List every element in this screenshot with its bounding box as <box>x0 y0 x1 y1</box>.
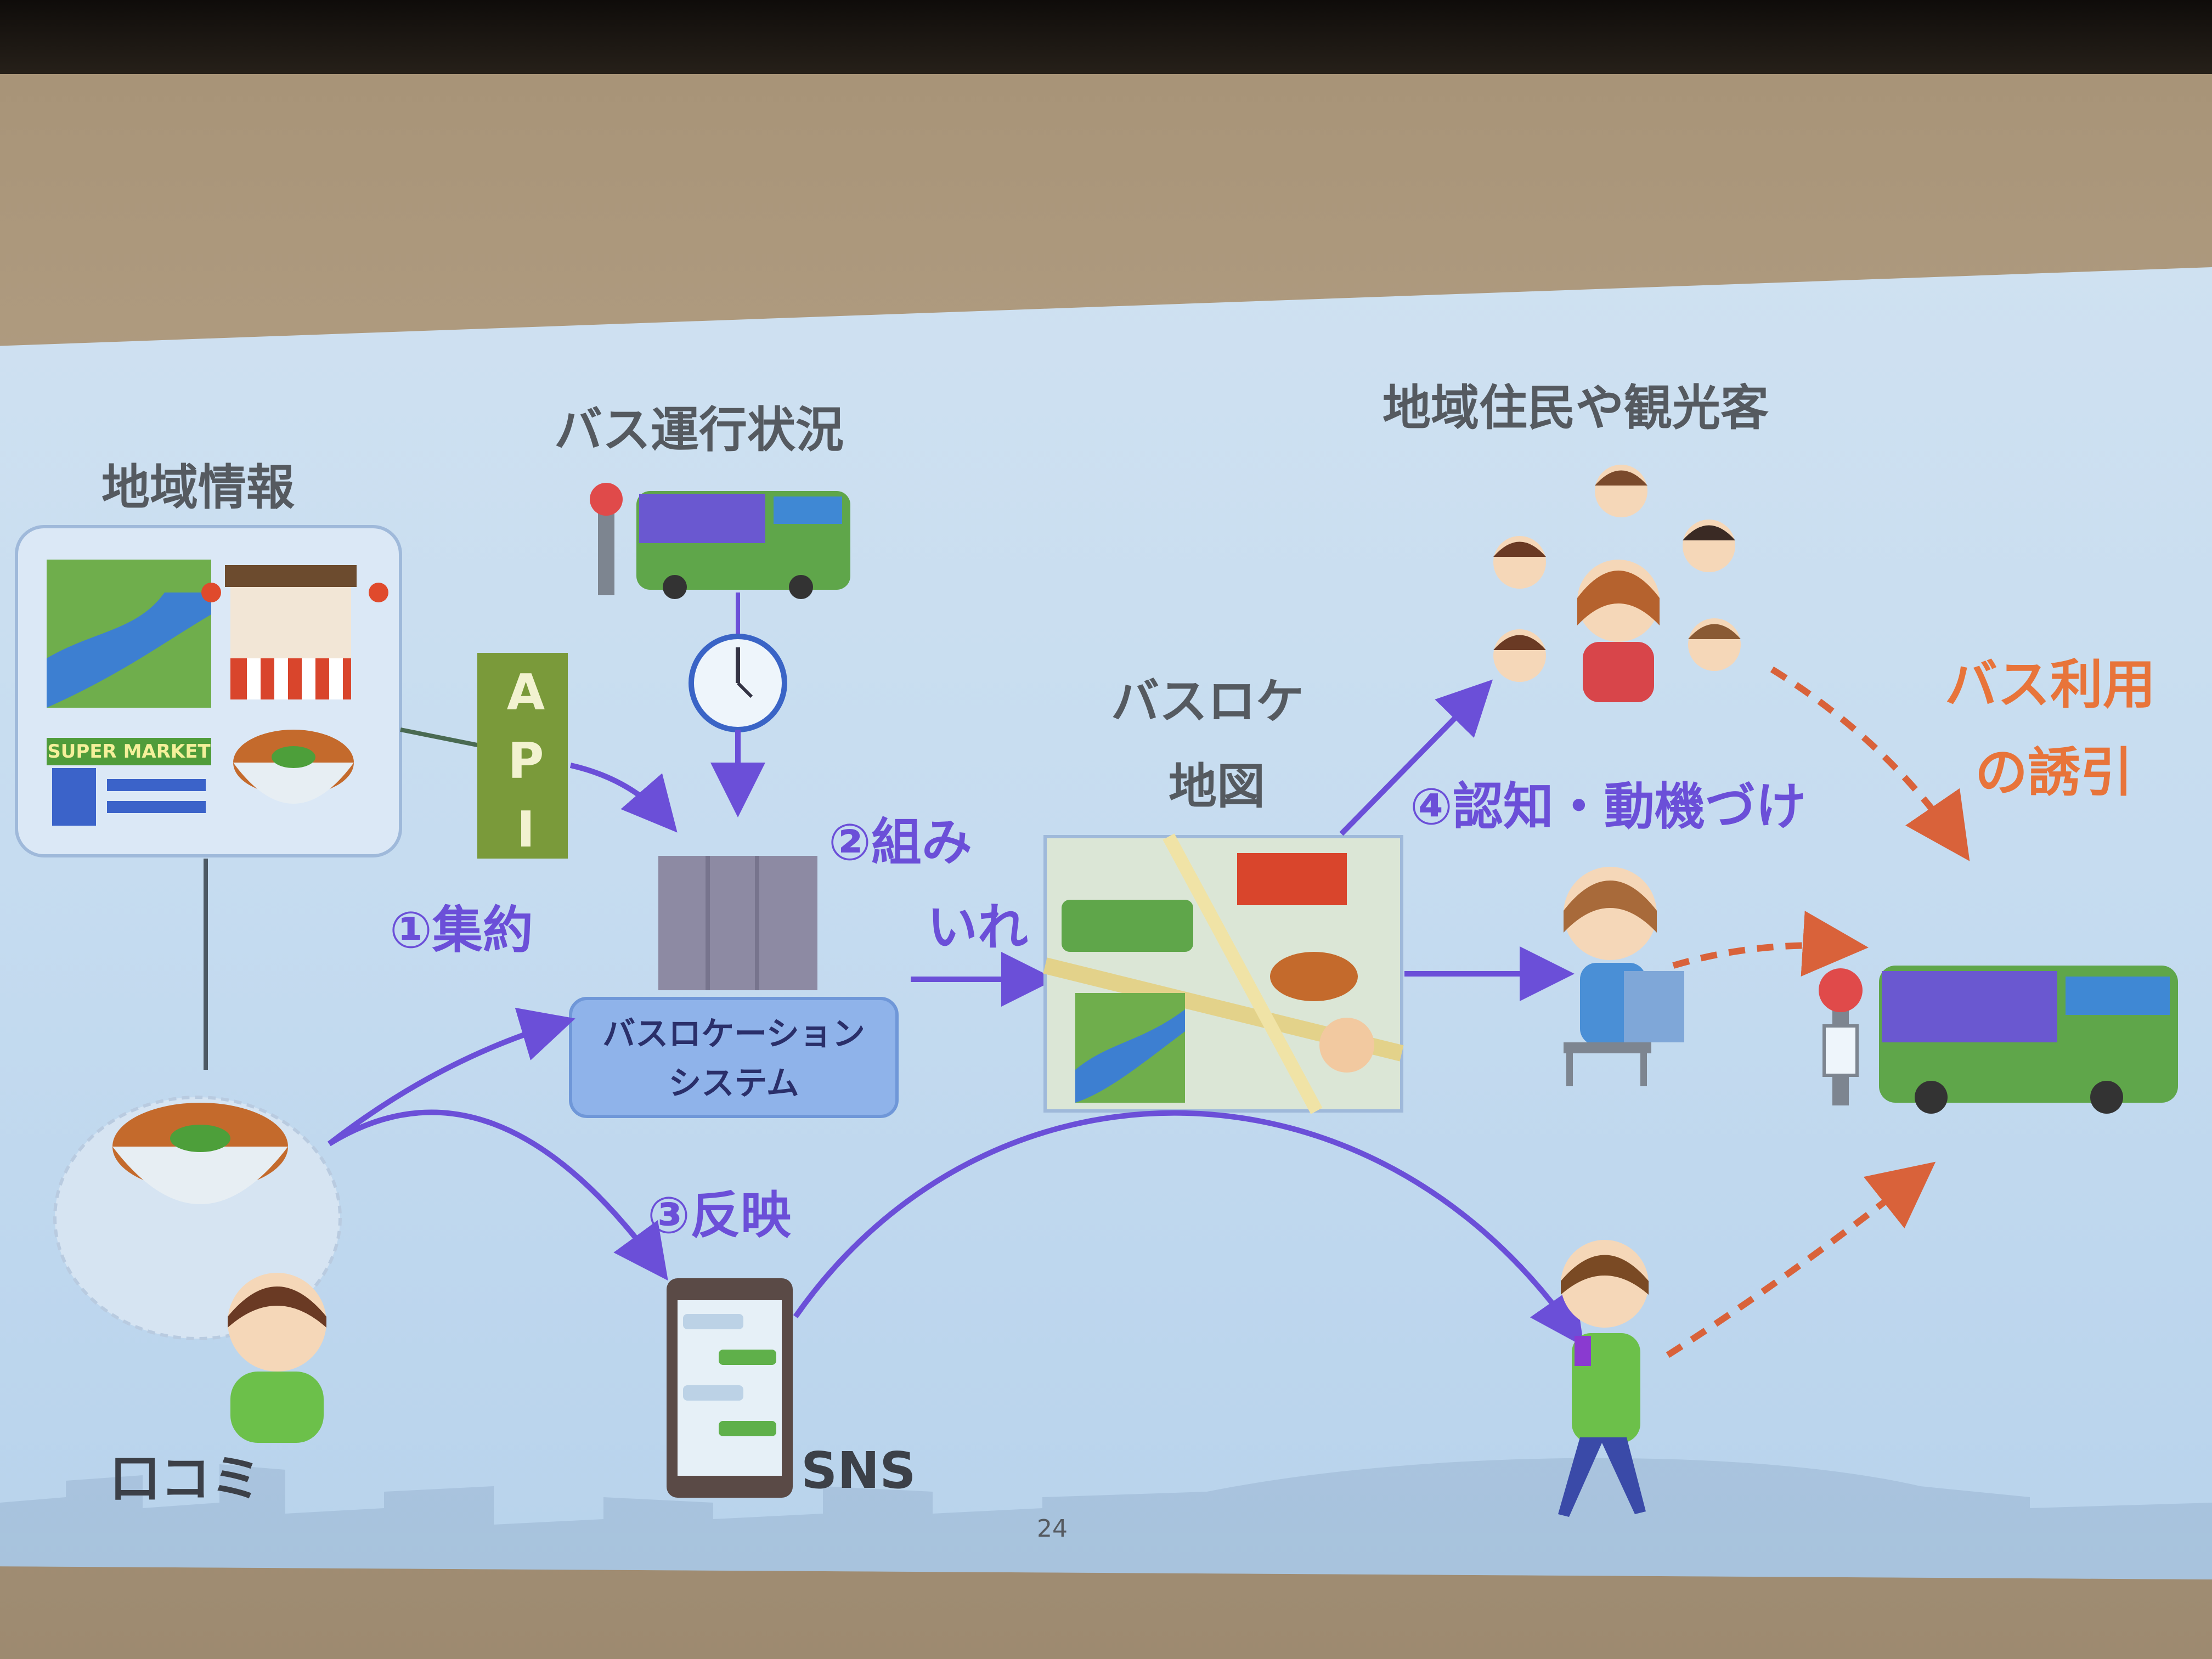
arrow <box>328 1109 668 1281</box>
local-info-panel: SUPER MARKET <box>15 525 402 857</box>
bus-icon <box>1879 966 2178 1114</box>
bus-status-title: バス運行状況 <box>554 402 844 458</box>
bus-stop-icon <box>1819 968 1863 1105</box>
step1-label: ①集約 <box>390 901 533 960</box>
step3-label: ③反映 <box>647 1186 791 1245</box>
step2-label-line1: ②組み <box>828 813 972 872</box>
induce-label-line2: の誘引 <box>1975 742 2133 803</box>
api-block <box>477 653 568 859</box>
smartphone-icon <box>667 1278 793 1498</box>
server-icon <box>658 856 817 990</box>
person-icon <box>228 1273 326 1443</box>
city-skyline <box>0 1458 2212 1579</box>
person-icon <box>1564 867 1684 1086</box>
dashed-arrow <box>1770 666 1970 861</box>
step4-label: ④認知・動機づけ <box>1410 777 1806 836</box>
arrow <box>327 1007 575 1146</box>
residents-group <box>1493 465 1741 702</box>
rice-bowl-icon <box>112 1103 288 1204</box>
arrow <box>569 763 678 833</box>
festival-stall-illustration <box>201 565 388 699</box>
step2-label-line2: いれ <box>927 898 1029 957</box>
dashed-arrow <box>1672 911 1869 977</box>
person-icon <box>1595 465 1647 517</box>
river-park-illustration <box>47 560 211 708</box>
person-icon <box>1558 1240 1649 1517</box>
api-label: API <box>497 664 555 870</box>
person-icon <box>1688 618 1741 671</box>
person-icon <box>1683 520 1735 572</box>
supermarket-sign: SUPER MARKET <box>47 741 211 763</box>
dashed-arrow <box>1666 1161 1936 1358</box>
arrow <box>793 1110 1584 1347</box>
word-of-mouth-label: 口コミ <box>110 1449 262 1508</box>
busloc-map-title-line2: 地図 <box>1169 758 1266 815</box>
person-icon <box>1577 560 1660 702</box>
local-info-title: 地域情報 <box>101 459 295 516</box>
sns-label: SNS <box>801 1441 916 1500</box>
page-number: 24 <box>1037 1515 1068 1543</box>
person-icon <box>1493 536 1546 589</box>
projector-top-bar <box>0 0 2212 74</box>
clock-icon <box>689 634 787 732</box>
busloc-map-title-line1: バスロケ <box>1111 673 1305 730</box>
induce-label-line1: バス利用 <box>1945 654 2155 715</box>
map-icon <box>1043 833 1404 1114</box>
system-label-line2: システム <box>668 1064 799 1103</box>
person-icon <box>1493 629 1546 682</box>
bus-icon <box>590 483 850 599</box>
connector-line <box>400 727 483 748</box>
system-label-line1: バスロケーション <box>602 1015 865 1053</box>
supermarket-illustration: SUPER MARKET <box>47 738 211 826</box>
rice-bowl-icon <box>233 730 354 804</box>
arrow <box>1339 679 1493 836</box>
residents-title: 地域住民や観光客 <box>1383 380 1769 436</box>
